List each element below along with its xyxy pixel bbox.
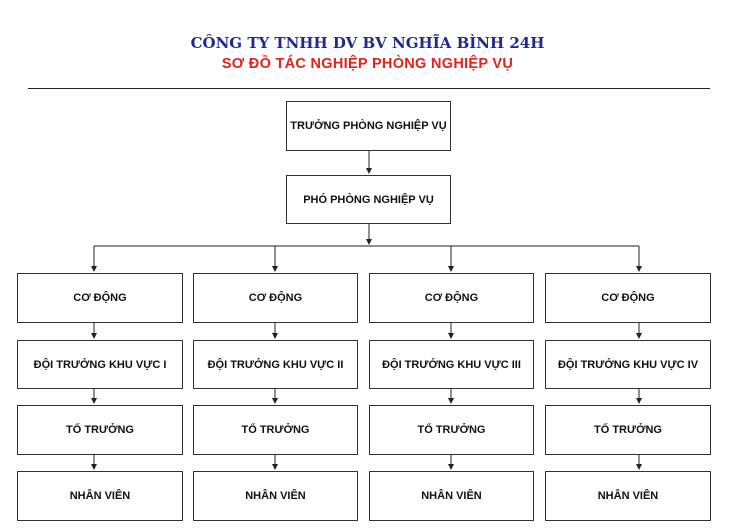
diagram-title: SƠ ĐỒ TÁC NGHIỆP PHÒNG NGHIỆP VỤ bbox=[221, 56, 514, 72]
group-leader-box-2: TỔ TRƯỞNG bbox=[193, 405, 358, 455]
staff-box-1: NHÂN VIÊN bbox=[17, 471, 183, 521]
mobile-unit-box-4: CƠ ĐỘNG bbox=[545, 273, 711, 323]
team-leader-box-1: ĐỘI TRƯỞNG KHU VỰC I bbox=[17, 340, 183, 389]
staff-box-3: NHÂN VIÊN bbox=[369, 471, 534, 521]
group-leader-box-1: TỔ TRƯỞNG bbox=[17, 405, 183, 455]
staff-box-2: NHÂN VIÊN bbox=[193, 471, 358, 521]
mobile-unit-box-1: CƠ ĐỘNG bbox=[17, 273, 183, 323]
mobile-unit-box-2: CƠ ĐỘNG bbox=[193, 273, 358, 323]
group-leader-box-3: TỔ TRƯỞNG bbox=[369, 405, 534, 455]
team-leader-box-2: ĐỘI TRƯỞNG KHU VỰC II bbox=[193, 340, 358, 389]
group-leader-box-4: TỔ TRƯỞNG bbox=[545, 405, 711, 455]
deputy-head-box: PHÓ PHÒNG NGHIỆP VỤ bbox=[286, 175, 451, 224]
head-of-department-box: TRƯỞNG PHÒNG NGHIỆP VỤ bbox=[286, 101, 451, 151]
mobile-unit-box-3: CƠ ĐỘNG bbox=[369, 273, 534, 323]
staff-box-4: NHÂN VIÊN bbox=[545, 471, 711, 521]
header-divider bbox=[28, 88, 710, 89]
team-leader-box-4: ĐỘI TRƯỞNG KHU VỰC IV bbox=[545, 340, 711, 389]
team-leader-box-3: ĐỘI TRƯỞNG KHU VỰC III bbox=[369, 340, 534, 389]
company-name: CÔNG TY TNHH DV BV NGHĨA BÌNH 24H bbox=[190, 34, 545, 52]
